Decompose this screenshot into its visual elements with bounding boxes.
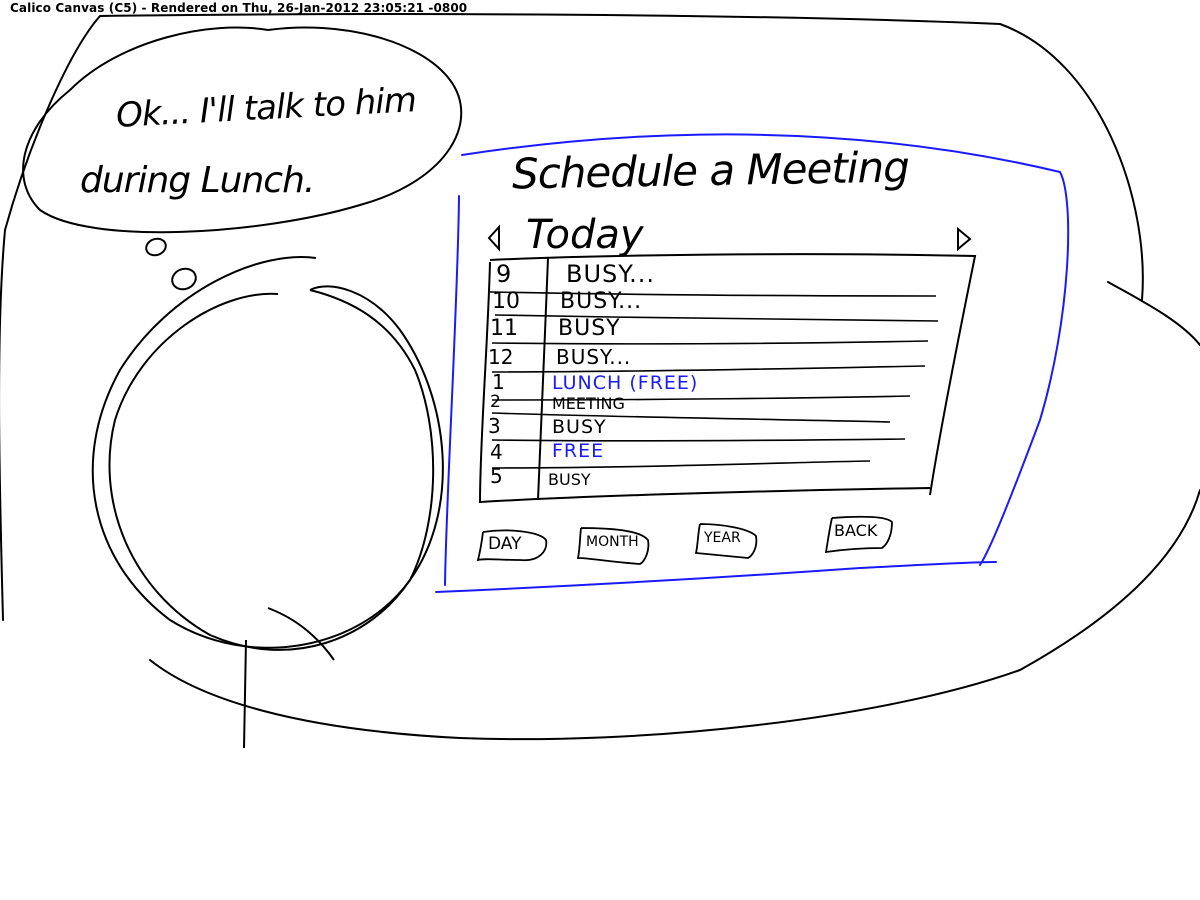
table-row[interactable]: 5 BUSY — [488, 464, 928, 492]
table-row[interactable]: 11 BUSY — [490, 316, 930, 344]
next-day-button[interactable] — [955, 226, 973, 252]
hour-label: 11 — [490, 316, 518, 341]
speech-bubble-outline — [22, 26, 463, 234]
back-button-label: BACK — [834, 521, 878, 540]
hour-label: 9 — [496, 260, 512, 288]
schedule-grid-outline — [478, 253, 977, 504]
day-button-label: DAY — [488, 534, 522, 554]
slot-status: BUSY — [548, 470, 591, 489]
bubble-dot-small — [171, 267, 197, 291]
hour-label: 12 — [488, 345, 514, 369]
year-button-outline — [694, 523, 758, 559]
schedule-title: Schedule a Meeting — [511, 142, 910, 199]
schedule-row-lines — [489, 291, 939, 469]
hour-label: 2 — [490, 392, 501, 412]
slot-status: BUSY... — [566, 260, 655, 288]
table-row[interactable]: 3 BUSY — [486, 414, 926, 440]
slot-status: BUSY — [552, 416, 607, 438]
slot-status: FREE — [552, 440, 605, 462]
device-outline-stroke — [0, 13, 1200, 741]
day-button-outline — [476, 529, 548, 562]
back-button[interactable]: BACK — [828, 516, 892, 548]
person-head-outer — [91, 256, 444, 649]
day-label: Today — [526, 212, 644, 258]
table-row[interactable]: 2 MEETING — [488, 392, 928, 416]
table-row[interactable]: 12 BUSY... — [488, 345, 928, 373]
slot-status: BUSY... — [560, 289, 643, 314]
month-button-label: MONTH — [586, 534, 639, 550]
triangle-right-icon — [957, 226, 972, 252]
slot-status: BUSY — [558, 316, 621, 341]
back-button-outline — [824, 515, 893, 554]
hour-label: 1 — [492, 370, 505, 394]
slot-status: BUSY... — [556, 345, 632, 369]
slot-status: MEETING — [552, 394, 625, 413]
person-head-inner — [108, 289, 435, 651]
schedule-hour-divider — [537, 257, 549, 501]
bubble-dot-large — [145, 237, 167, 257]
hour-label: 10 — [492, 289, 520, 314]
schedule-panel-border — [435, 133, 1070, 593]
year-button-label: YEAR — [704, 530, 741, 546]
hour-label: 5 — [490, 464, 503, 488]
triangle-left-icon — [487, 224, 500, 252]
hour-label: 3 — [488, 414, 501, 438]
table-row[interactable]: 9 BUSY... — [494, 260, 934, 290]
month-button-outline — [576, 527, 650, 565]
window-title: Calico Canvas (C5) - Rendered on Thu, 26… — [10, 1, 468, 15]
table-row[interactable]: 1 LUNCH (FREE) — [488, 370, 928, 398]
day-button[interactable]: DAY — [480, 530, 546, 560]
month-button[interactable]: MONTH — [580, 528, 650, 562]
speech-bubble-text-line2: during Lunch. — [80, 160, 315, 201]
year-button[interactable]: YEAR — [698, 524, 758, 556]
person-body-line — [243, 639, 247, 749]
table-row[interactable]: 10 BUSY... — [492, 289, 932, 317]
prev-day-button[interactable] — [486, 224, 502, 252]
table-row[interactable]: 4 FREE — [488, 440, 928, 466]
person-arm-line — [267, 607, 335, 661]
slot-status: LUNCH (FREE) — [552, 372, 699, 394]
hour-label: 4 — [490, 440, 503, 464]
